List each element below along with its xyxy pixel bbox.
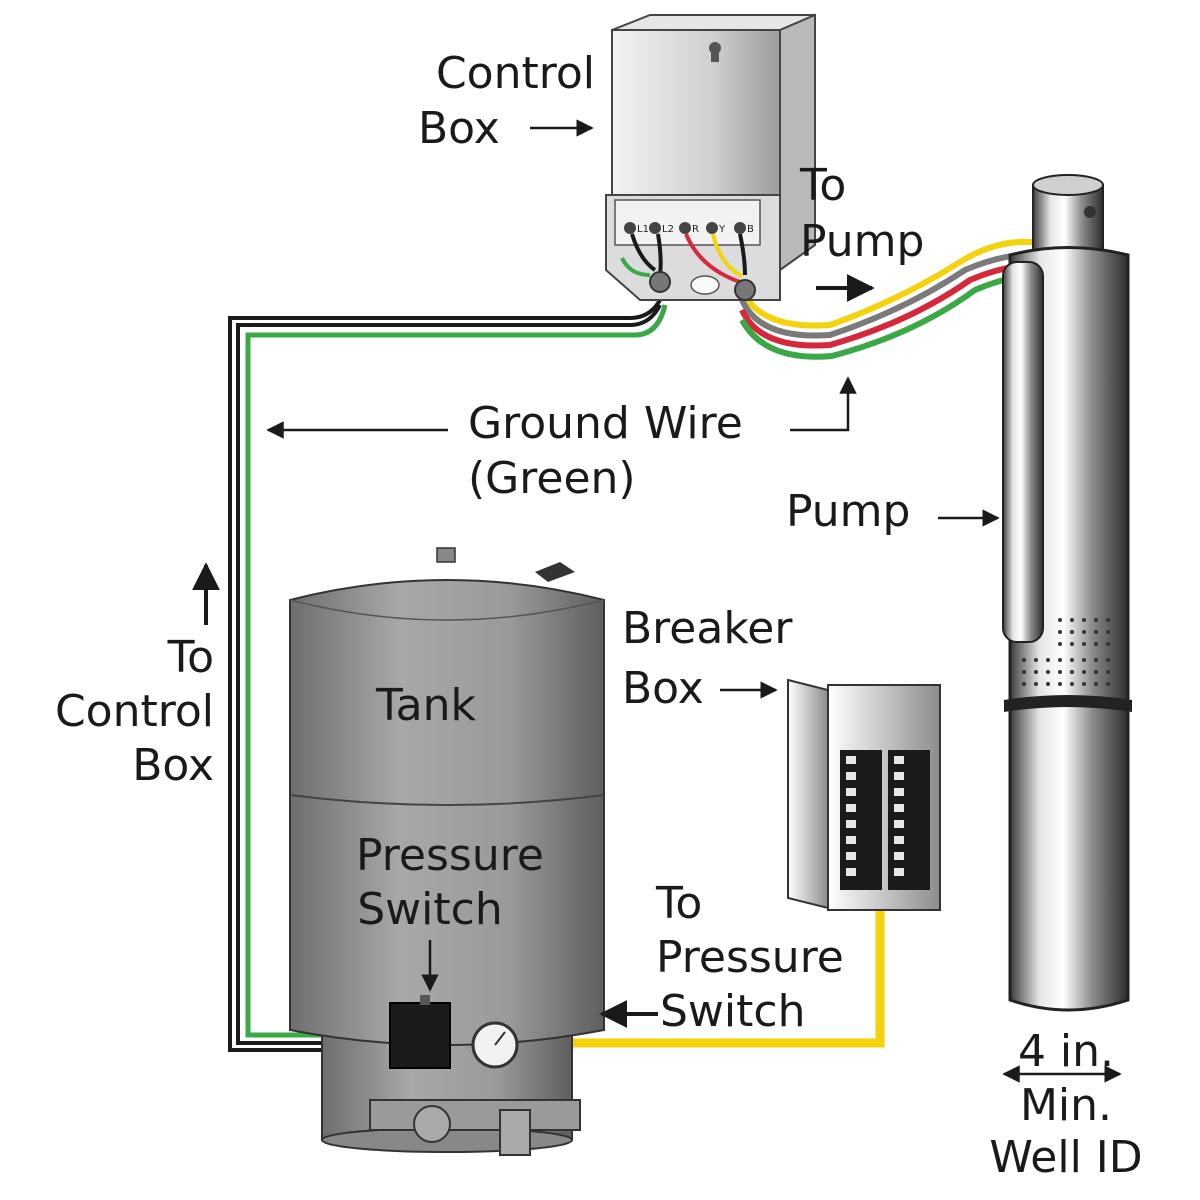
label-well-id-line1: 4 in.	[1018, 1026, 1114, 1077]
callout-arrows	[192, 119, 1122, 1083]
label-ground-wire-line1: Ground Wire	[468, 398, 743, 449]
label-pressure-switch-line1: Pressure	[356, 830, 544, 881]
terminal-label-l2: L2	[662, 224, 674, 235]
control-box: L1 L2 R Y B	[605, 13, 816, 301]
label-control-box-line1: Control	[436, 48, 595, 99]
terminal-label-b: B	[747, 224, 754, 235]
label-ground-wire-line2: (Green)	[468, 453, 636, 504]
label-to-pressure-switch-line2: Pressure	[656, 932, 844, 983]
label-breaker-box-line1: Breaker	[622, 603, 793, 654]
terminal-label-l1: L1	[637, 224, 649, 235]
label-control-box-line2: Box	[418, 103, 500, 154]
label-to-pump-line2: Pump	[800, 216, 924, 267]
label-well-id-line3: Well ID	[989, 1132, 1142, 1183]
label-breaker-box-line2: Box	[622, 663, 704, 714]
label-tank: Tank	[375, 680, 476, 731]
label-pump: Pump	[786, 486, 910, 537]
arrow-ground-up	[790, 376, 857, 432]
label-well-id-line2: Min.	[1020, 1080, 1112, 1131]
label-to-pump-line1: To	[799, 160, 846, 211]
wire-loop-to-tank	[228, 298, 668, 1052]
label-to-control-box-line1: To	[167, 632, 214, 683]
wire-breaker-to-switch	[450, 905, 885, 1048]
label-to-control-box-line3: Box	[132, 740, 214, 791]
label-pressure-switch-line2: Switch	[357, 884, 502, 935]
label-to-control-box-line2: Control	[55, 686, 214, 737]
breaker-box	[787, 678, 941, 911]
pressure-switch	[389, 995, 519, 1069]
submersible-pump	[1002, 174, 1132, 1012]
label-to-pressure-switch-line3: Switch	[660, 986, 805, 1037]
wire-bundle-to-pump	[739, 238, 1033, 360]
terminal-label-y: Y	[718, 224, 726, 235]
label-to-pressure-switch-line1: To	[655, 878, 702, 929]
terminal-strip: L1 L2 R Y B	[624, 222, 754, 235]
terminal-label-r: R	[692, 224, 699, 235]
